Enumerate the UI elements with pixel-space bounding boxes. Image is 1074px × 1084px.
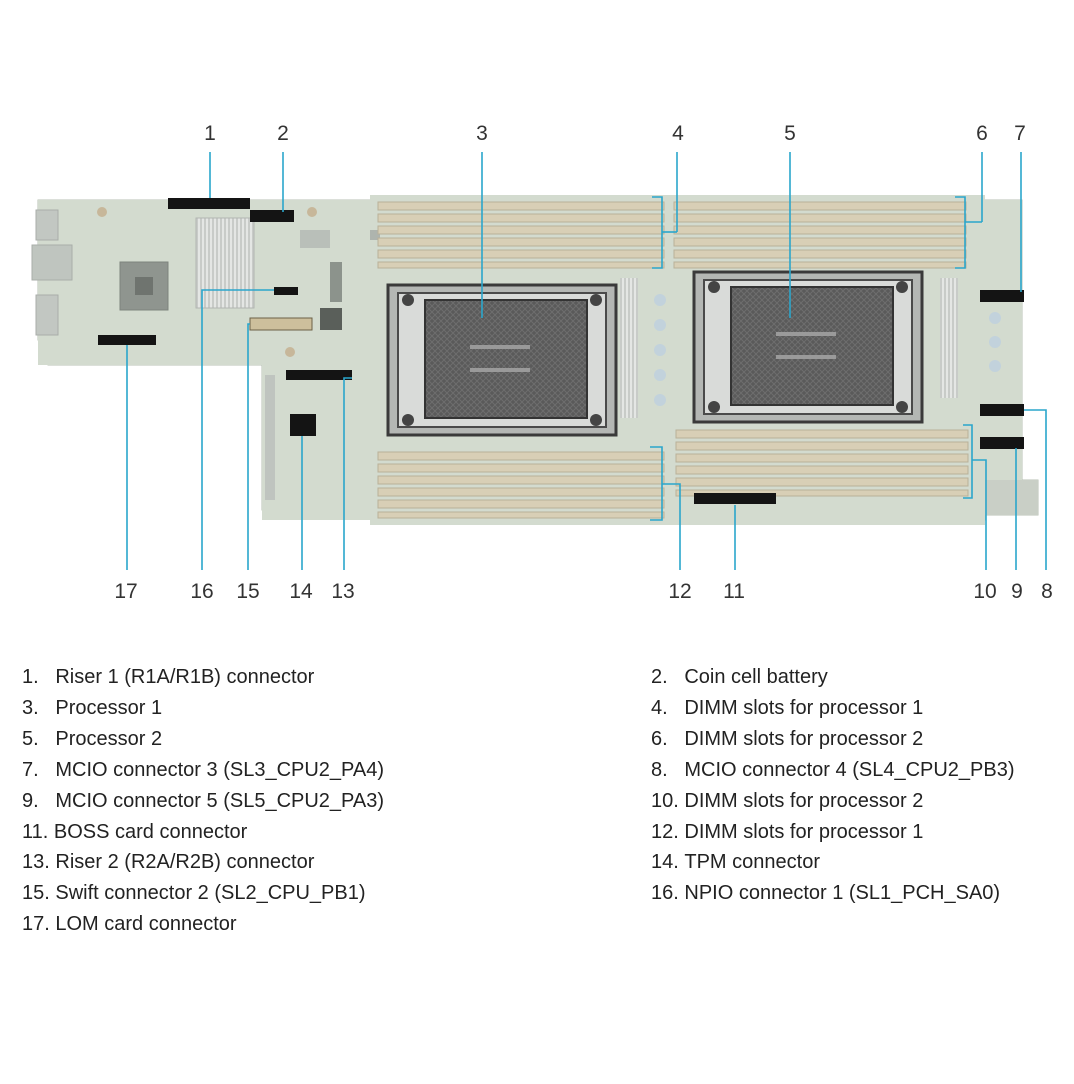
legend-label: Riser 2 (R2A/R2B) connector — [55, 851, 315, 873]
callout-9: 9 — [1011, 580, 1023, 603]
legend-item-12: 12. DIMM slots for processor 1 — [651, 821, 924, 843]
legend-label: NPIO connector 1 (SL1_PCH_SA0) — [684, 882, 1001, 904]
callout-8: 8 — [1041, 580, 1053, 603]
legend-label: Riser 1 (R1A/R1B) connector — [55, 666, 315, 688]
legend-num: 2 — [651, 666, 663, 688]
legend-item-1: 1. Riser 1 (R1A/R1B) connector — [22, 666, 315, 688]
vrm-column-1 — [620, 278, 666, 418]
legend-num: 7 — [22, 759, 34, 781]
legend-num: 14 — [651, 851, 674, 873]
callout-4: 4 — [672, 122, 684, 145]
legend-label: MCIO connector 3 (SL3_CPU2_PA4) — [55, 759, 385, 781]
callout-3: 3 — [476, 122, 488, 145]
legend-item-4: 4. DIMM slots for processor 1 — [651, 697, 924, 719]
legend-num: 13 — [22, 851, 45, 873]
vrm-column-2 — [940, 278, 1001, 398]
npio-connector-1 — [274, 287, 298, 295]
legend-item-8: 8. MCIO connector 4 (SL4_CPU2_PB3) — [651, 759, 1015, 781]
callout-13: 13 — [331, 580, 354, 603]
rear-io-area — [31, 207, 380, 500]
mcio-connector-3 — [980, 290, 1024, 302]
legend-item-3: 3. Processor 1 — [22, 697, 163, 719]
legend-item-15: 15. Swift connector 2 (SL2_CPU_PB1) — [22, 882, 366, 904]
legend-item-6: 6. DIMM slots for processor 2 — [651, 728, 924, 750]
legend-label: Processor 1 — [55, 697, 163, 719]
mcio-connector-5 — [980, 437, 1024, 449]
legend-label: BOSS card connector — [53, 821, 248, 843]
legend-label: MCIO connector 4 (SL4_CPU2_PB3) — [684, 759, 1015, 781]
legend-item-2: 2. Coin cell battery — [651, 666, 828, 688]
riser-2-connector — [286, 370, 352, 380]
legend-label: DIMM slots for processor 1 — [684, 821, 924, 843]
legend-item-10: 10. DIMM slots for processor 2 — [651, 790, 924, 812]
tpm-connector — [290, 414, 316, 436]
legend-label: TPM connector — [684, 851, 820, 873]
legend-item-9: 9. MCIO connector 5 (SL5_CPU2_PA3) — [22, 790, 385, 812]
callout-12: 12 — [668, 580, 691, 603]
legend-label: MCIO connector 5 (SL5_CPU2_PA3) — [55, 790, 385, 812]
callout-lines — [126, 152, 1047, 570]
dimm-bank-cpu1-bottom — [377, 451, 665, 519]
legend-label: DIMM slots for processor 2 — [684, 790, 924, 812]
callout-6: 6 — [976, 122, 988, 145]
callout-numbers: 1 2 3 4 5 6 7 8 9 10 11 12 13 14 15 16 1… — [114, 122, 1053, 603]
callout-14: 14 — [289, 580, 313, 603]
coin-cell-battery — [250, 210, 294, 222]
connectors — [98, 198, 1024, 504]
legend-num: 15 — [22, 882, 45, 904]
legend-item-5: 5. Processor 2 — [22, 728, 163, 750]
legend-num: 3 — [22, 697, 34, 719]
callout-11: 11 — [723, 580, 745, 603]
legend-label: DIMM slots for processor 2 — [684, 728, 924, 750]
legend-label: LOM card connector — [55, 913, 237, 935]
legend-num: 4 — [651, 697, 663, 719]
legend-item-11: 11. BOSS card connector — [22, 821, 248, 843]
dimm-bank-cpu2-bottom — [675, 429, 969, 497]
lom-card-connector — [98, 335, 156, 345]
legend-num: 1 — [22, 666, 34, 688]
legend-num: 9 — [22, 790, 34, 812]
legend-item-14: 14. TPM connector — [651, 851, 820, 873]
callout-1: 1 — [204, 122, 216, 145]
legend-label: Coin cell battery — [684, 666, 828, 688]
processor-1-socket — [386, 283, 618, 437]
callout-7: 7 — [1014, 122, 1026, 145]
legend-num: 17 — [22, 913, 45, 935]
legend-label: DIMM slots for processor 1 — [684, 697, 924, 719]
riser-1-connector — [168, 198, 250, 209]
callout-5: 5 — [784, 122, 796, 145]
legend-item-16: 16. NPIO connector 1 (SL1_PCH_SA0) — [651, 882, 1001, 904]
legend-label: Swift connector 2 (SL2_CPU_PB1) — [55, 882, 366, 904]
legend-num: 11 — [22, 821, 43, 843]
legend-num: 16 — [651, 882, 674, 904]
legend-label: Processor 2 — [55, 728, 163, 750]
legend-num: 5 — [22, 728, 34, 750]
legend-item-7: 7. MCIO connector 3 (SL3_CPU2_PA4) — [22, 759, 385, 781]
legend-num: 8 — [651, 759, 663, 781]
legend-item-13: 13. Riser 2 (R2A/R2B) connector — [22, 851, 315, 873]
callout-16: 16 — [190, 580, 213, 603]
legend-num: 6 — [651, 728, 663, 750]
callout-17: 17 — [114, 580, 137, 603]
legend-num: 12 — [651, 821, 674, 843]
dimm-bank-cpu2-top — [673, 201, 967, 269]
callout-10: 10 — [973, 580, 996, 603]
swift-connector-2 — [249, 317, 313, 331]
legend-num: 10 — [651, 790, 674, 812]
dimm-bank-cpu1-top — [377, 201, 665, 269]
callout-2: 2 — [277, 122, 289, 145]
mcio-connector-4 — [980, 404, 1024, 416]
motherboard-diagram: 1 2 3 4 5 6 7 8 9 10 11 12 13 14 15 16 1… — [31, 122, 1053, 603]
callout-15: 15 — [236, 580, 259, 603]
legend: 1. Riser 1 (R1A/R1B) connector 3. Proces… — [0, 660, 1074, 950]
legend-item-17: 17. LOM card connector — [22, 913, 237, 935]
processor-2-socket — [692, 270, 924, 424]
boss-card-connector — [694, 493, 776, 504]
